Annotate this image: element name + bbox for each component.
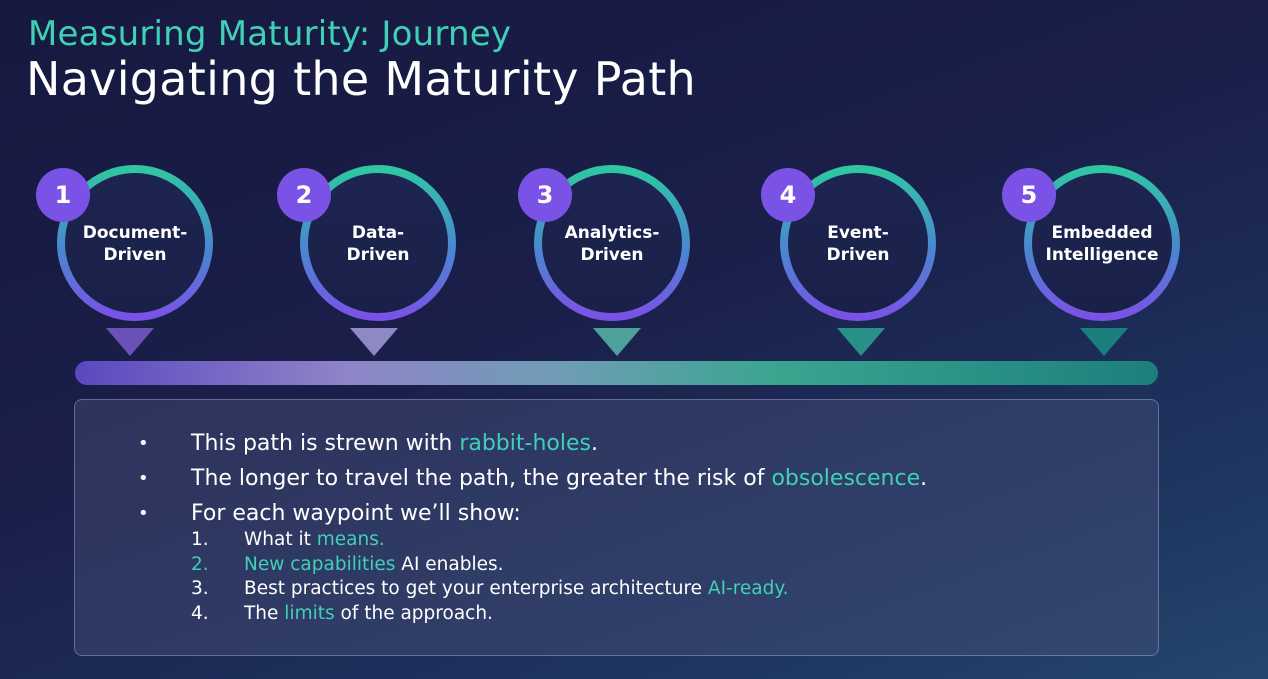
bullet-text-pre: For each waypoint we’ll show: (191, 501, 521, 526)
stage-label-5: Embedded Intelligence (1027, 222, 1177, 266)
numbered-item-accent: New capabilities (244, 553, 396, 575)
chevron-down-icon (350, 328, 398, 356)
bullet-text-accent: rabbit-holes (459, 431, 591, 456)
numbered-item-post: AI enables. (395, 553, 504, 575)
chevron-down-icon (593, 328, 641, 356)
slide-title: Navigating the Maturity Path (26, 52, 696, 106)
numbered-item-number: 3. (191, 578, 209, 599)
stage-number-1: 1 (54, 181, 72, 209)
numbered-item-text: Best practices to get your enterprise ar… (244, 577, 789, 601)
chevron-down-icon (106, 328, 154, 356)
numbered-item-number: 1. (191, 529, 209, 550)
numbered-item-accent: limits (284, 602, 335, 624)
slide-subtitle: Measuring Maturity: Journey (28, 14, 512, 54)
maturity-timeline-bar (75, 361, 1158, 385)
numbered-item-text: New capabilities AI enables. (244, 553, 504, 577)
numbered-item-pre: Best practices to get your enterprise ar… (244, 578, 708, 599)
bullet-text: For each waypoint we’ll show: (191, 496, 521, 531)
numbered-item-post: of the approach. (334, 602, 493, 624)
stage-label-line: Driven (103, 245, 167, 265)
bullet-marker: • (138, 433, 149, 454)
numbered-item-text: The limits of the approach. (244, 602, 493, 626)
bullet-marker: • (138, 503, 149, 524)
stage-label-3: Analytics- Driven (537, 222, 687, 266)
stage-label-line: Driven (826, 245, 890, 265)
stage-label-line: Embedded (1051, 223, 1153, 243)
numbered-item-number: 2. (191, 553, 209, 575)
numbered-item-accent: AI-ready. (707, 578, 789, 599)
chevron-down-icon (1080, 328, 1128, 356)
stage-label-line: Data- (351, 223, 405, 243)
stage-circle-1 (36, 165, 213, 356)
stage-number-5: 5 (1020, 181, 1038, 209)
stage-circle-5 (1002, 165, 1180, 356)
bullet-text: The longer to travel the path, the great… (191, 461, 927, 496)
bullet-text-accent: obsolescence (771, 466, 921, 491)
stage-circle-4 (761, 165, 936, 356)
stage-graphics (36, 165, 1180, 356)
stage-label-2: Data- Driven (303, 222, 453, 266)
bullet-marker: • (138, 468, 149, 489)
stage-label-line: Document- (82, 223, 188, 243)
stage-label-line: Driven (346, 245, 410, 265)
stage-number-2: 2 (295, 181, 313, 209)
bullet-text-post: . (920, 466, 928, 491)
chevron-down-icon (837, 328, 885, 356)
stage-label-line: Event- (827, 223, 889, 243)
stage-circle-2 (277, 165, 456, 356)
stage-number-3: 3 (536, 181, 554, 209)
maturity-stages: 1 2 3 4 5 Document- Driven Data- Driven … (36, 165, 1180, 356)
stage-label-1: Document- Driven (60, 222, 210, 266)
stage-label-line: Analytics- (564, 223, 660, 243)
numbered-item-accent: means. (316, 529, 385, 550)
stage-label-4: Event- Driven (783, 222, 933, 266)
bullet-text-pre: This path is strewn with (191, 431, 460, 456)
numbered-item-text: What it means. (244, 528, 385, 552)
numbered-item-number: 4. (191, 602, 209, 624)
notes-panel (74, 399, 1159, 656)
bullet-text-post: . (590, 431, 598, 456)
bullet-text-pre: The longer to travel the path, the great… (191, 466, 772, 491)
numbered-item-pre: The (244, 602, 285, 624)
bullet-text: This path is strewn with rabbit-holes. (191, 426, 598, 461)
stage-label-line: Intelligence (1045, 245, 1159, 265)
numbered-item-pre: What it (244, 529, 317, 550)
stage-circle-3 (518, 165, 690, 356)
stage-label-line: Driven (580, 245, 644, 265)
stage-number-4: 4 (779, 181, 797, 209)
